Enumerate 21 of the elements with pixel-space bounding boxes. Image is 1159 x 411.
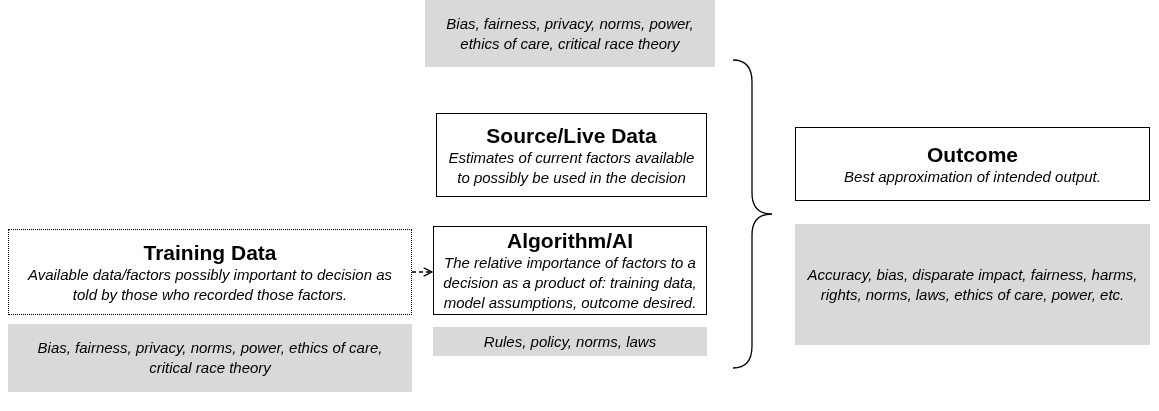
box-description: Bias, fairness, privacy, norms, power, ethics of care, critical race theory [445, 13, 695, 54]
box-description: Estimates of current factors available to possibly be used in the decision [447, 147, 696, 188]
box-description: Bias, fairness, privacy, norms, power, ethics of care, critical race theory [36, 338, 384, 378]
note-panel [433, 327, 707, 356]
text-box [795, 127, 1150, 201]
text-box [436, 113, 707, 197]
text-box [433, 226, 707, 315]
box-heading: Algorithm/AI [507, 228, 633, 253]
arrow [411, 267, 433, 277]
note-panel [8, 324, 412, 392]
dotted-text-box [8, 229, 412, 315]
note-panel [795, 224, 1150, 345]
box-heading: Outcome [927, 141, 1018, 167]
box-description: The relative importance of factors to a decision as a product of: training data, model assumptions, outcome desired. [442, 253, 698, 313]
note-panel [425, 0, 715, 67]
box-description: Available data/factors possibly important to decision as told by those who recorded those factors. [26, 264, 394, 305]
box-heading: Training Data [143, 239, 277, 265]
box-description: Rules, policy, norms, laws [483, 331, 657, 352]
box-description: Best approximation of intended output. [844, 166, 1101, 187]
box-heading: Source/Live Data [486, 122, 657, 148]
box-description: Accuracy, bias, disparate impact, fairness, harms, rights, norms, laws, ethics of care, power, etc. [806, 264, 1139, 305]
